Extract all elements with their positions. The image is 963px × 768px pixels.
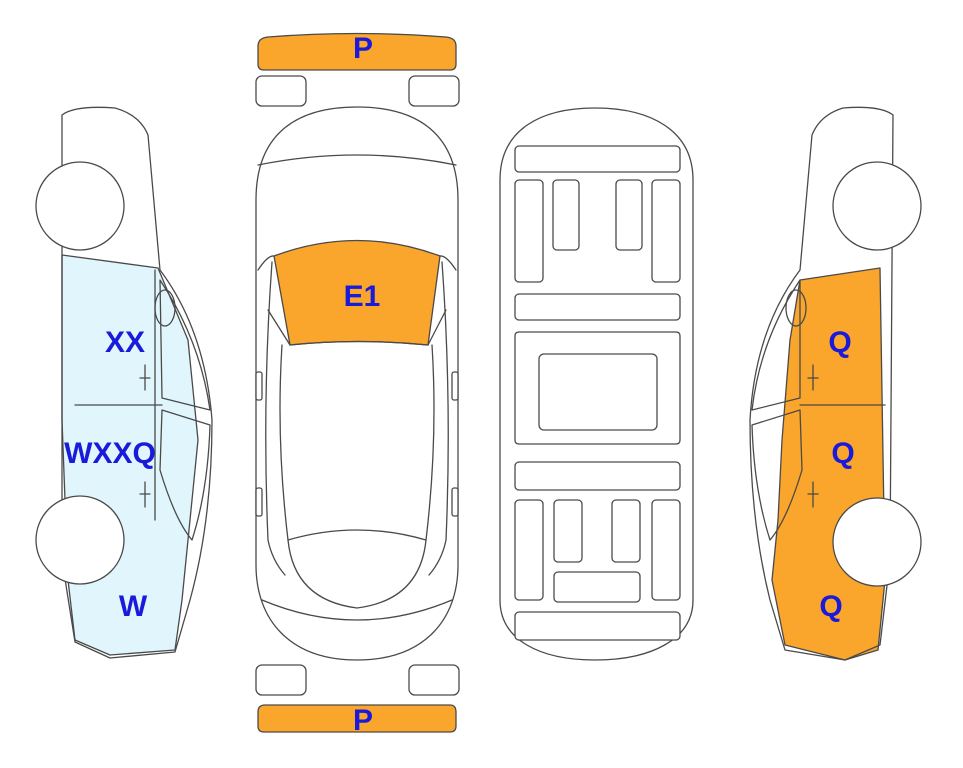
left-rear-wheel	[35, 495, 125, 585]
car-body-outline	[255, 106, 459, 661]
left-handle	[139, 364, 151, 391]
hood-line	[257, 154, 457, 166]
label-left-front-door: XX	[105, 326, 145, 359]
trunk-line	[261, 599, 453, 621]
a-pillar-right	[427, 255, 457, 346]
rear-right-light	[408, 664, 460, 696]
right-rear-window	[751, 409, 803, 541]
rear-bumper-panel[interactable]	[257, 704, 457, 733]
handle-right	[451, 487, 459, 517]
top-view-car	[255, 32, 460, 733]
rear-window	[287, 529, 427, 609]
side-edge-left	[265, 261, 286, 576]
label-right-rear-door: Q	[831, 437, 854, 470]
under-part	[611, 499, 641, 563]
under-part	[538, 353, 658, 431]
right-side-view	[749, 106, 922, 661]
under-part	[553, 571, 641, 603]
under-part	[514, 179, 544, 283]
underbody-outline	[499, 107, 694, 661]
right-window	[751, 279, 801, 411]
under-part	[651, 499, 681, 601]
under-part	[514, 461, 681, 491]
rear-left-light	[255, 664, 307, 696]
front-bumper-panel[interactable]	[257, 32, 457, 71]
left-handle-rear	[139, 481, 151, 508]
right-front-wheel	[832, 161, 922, 251]
label-left-rear-door: WXXQ	[64, 437, 156, 470]
right-mirror	[785, 289, 807, 327]
a-pillar-left	[257, 255, 291, 346]
under-part	[514, 499, 544, 601]
left-body-outline	[61, 106, 213, 659]
left-front-wheel	[35, 161, 125, 251]
under-part	[615, 179, 643, 251]
front-left-light	[255, 75, 307, 107]
label-left-rear-quarter: W	[119, 590, 148, 623]
under-part	[514, 145, 681, 173]
left-rear-window	[159, 409, 211, 541]
label-right-front-door: Q	[828, 326, 851, 359]
under-part	[651, 179, 681, 283]
roof-line	[289, 340, 429, 346]
side-edge-right	[428, 261, 449, 576]
label-rear-bumper: P	[353, 704, 373, 737]
right-handle-rear	[807, 481, 819, 508]
left-mirror	[154, 289, 176, 327]
side-inner-left	[279, 344, 289, 541]
under-part	[514, 611, 681, 641]
right-rear-wheel	[832, 497, 922, 587]
under-part	[514, 331, 681, 445]
left-side-view	[35, 106, 213, 659]
underbody-view	[499, 107, 694, 661]
right-handle	[807, 364, 819, 391]
left-window	[159, 279, 211, 411]
handle-left	[255, 487, 263, 517]
mirror-right	[451, 371, 459, 401]
right-body-outline	[749, 106, 894, 661]
mirror-left	[255, 371, 263, 401]
label-right-rear-quarter: Q	[819, 590, 842, 623]
under-part	[553, 499, 583, 563]
under-part	[514, 293, 681, 321]
under-part	[552, 179, 580, 251]
side-inner-right	[425, 344, 435, 541]
front-right-light	[408, 75, 460, 107]
label-windshield: E1	[344, 280, 381, 313]
label-front-bumper: P	[353, 32, 373, 65]
